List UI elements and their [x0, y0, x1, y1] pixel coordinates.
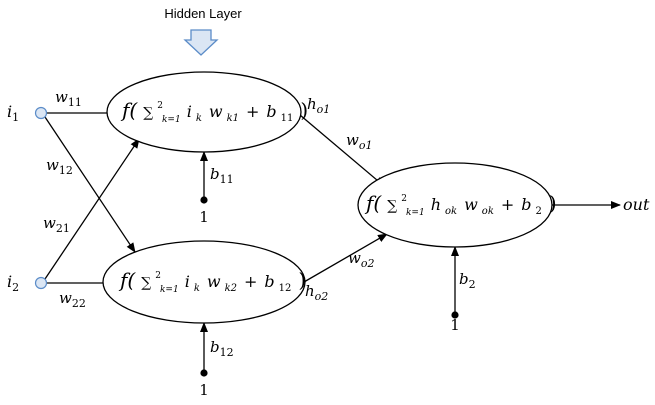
weight-label-wo2: wo2 — [348, 249, 374, 270]
edge-i2-h1 — [44, 138, 140, 280]
weight-label-w11: w11 — [55, 88, 82, 109]
weight-label-wo1: wo1 — [346, 131, 372, 152]
bias-value-h2: 1 — [199, 381, 209, 399]
hidden-node-2-formula: f( ∑ 2 k=1 i k w k2 + b 12 ) — [118, 265, 306, 296]
input-label-2: i2 — [7, 272, 19, 294]
input-node-2 — [34, 276, 48, 290]
hidden-node-1: f( ∑ 2 k=1 i k w k1 + b 11 ) — [106, 71, 308, 153]
bias-dot-out — [451, 311, 459, 319]
input-label-1: i1 — [7, 102, 19, 124]
hidden-output-label-2: ho2 — [305, 282, 328, 303]
weight-label-w22: w22 — [59, 289, 86, 310]
input-node-1 — [34, 106, 48, 120]
hidden-layer-title: Hidden Layer — [164, 6, 242, 21]
hidden-node-2: f( ∑ 2 k=1 i k w k2 + b 12 ) — [102, 240, 306, 324]
hidden-node-1-formula: f( ∑ 2 k=1 i k w k1 + b 11 ) — [120, 95, 308, 126]
bias-value-h1: 1 — [199, 208, 209, 226]
edge-i1-h2 — [44, 116, 136, 253]
bias-label-out: b2 — [459, 270, 476, 291]
weight-label-w21: w21 — [43, 214, 70, 235]
bias-value-out: 1 — [450, 316, 460, 334]
bias-label-h1: b11 — [210, 165, 234, 186]
output-label: out — [623, 195, 650, 214]
output-node: f( ∑ 2 k=1 h ok w ok + b 2 ) — [357, 162, 557, 248]
bias-dot-h1 — [200, 196, 208, 204]
edge-h2-out — [303, 233, 388, 283]
bias-dot-h2 — [200, 369, 208, 377]
bias-label-h2: b12 — [210, 338, 234, 359]
output-node-formula: f( ∑ 2 k=1 h ok w ok + b 2 ) — [364, 188, 557, 219]
hidden-output-label-1: ho1 — [307, 95, 330, 116]
down-arrow-icon — [183, 29, 219, 56]
edge-h1-out — [299, 114, 385, 187]
weight-label-w12: w12 — [46, 156, 73, 177]
